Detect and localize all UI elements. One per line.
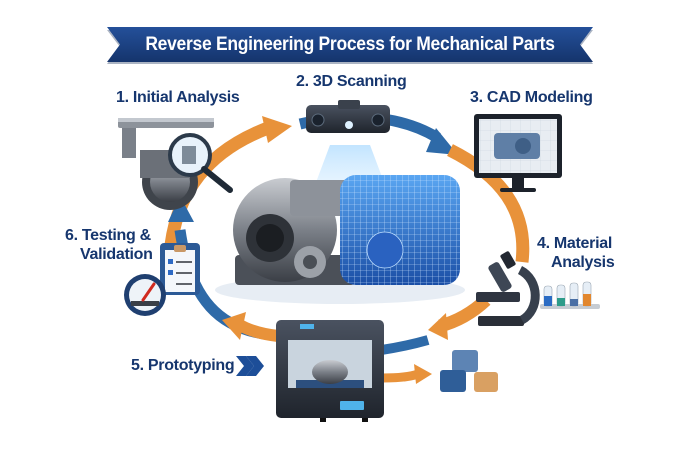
arrow-1-to-2	[163, 121, 271, 256]
step-label-testing-line2: Validation	[80, 246, 153, 263]
step-label-3d-scanning: 2. 3D Scanning	[296, 73, 407, 90]
step-1-illustration	[118, 118, 233, 210]
arrow-3-to-4	[447, 144, 530, 263]
arrowhead-4-to-5	[428, 313, 448, 340]
step-label-material-analysis-line1: 4. Material	[537, 235, 612, 252]
arrow-printer-to-parts	[381, 369, 420, 383]
step-6-illustration	[124, 243, 200, 316]
prototyping-chevron-icon	[236, 356, 264, 376]
step-5-illustration	[276, 320, 384, 422]
step-3-illustration	[474, 114, 562, 192]
center-part-illustration	[215, 175, 465, 304]
arrowhead-2-to-3	[426, 128, 458, 155]
step-4-illustration	[476, 251, 600, 326]
metal-part	[233, 178, 355, 285]
step-label-cad-modeling: 3. CAD Modeling	[470, 89, 593, 106]
step-label-testing-line1: 6. Testing &	[65, 227, 151, 244]
title-banner	[107, 27, 593, 64]
printed-parts-illustration	[440, 350, 498, 392]
page-title: Reverse Engineering Process for Mechanic…	[145, 34, 555, 55]
arrowhead-5-to-6	[222, 312, 246, 340]
step-label-material-analysis-line2: Analysis	[551, 254, 615, 271]
step-label-prototyping: 5. Prototyping	[131, 357, 235, 374]
wireframe-part	[340, 175, 460, 285]
arrowhead-6-to-1	[168, 196, 194, 222]
step-label-initial-analysis: 1. Initial Analysis	[116, 89, 240, 106]
arrowhead-1-to-2	[262, 116, 292, 143]
